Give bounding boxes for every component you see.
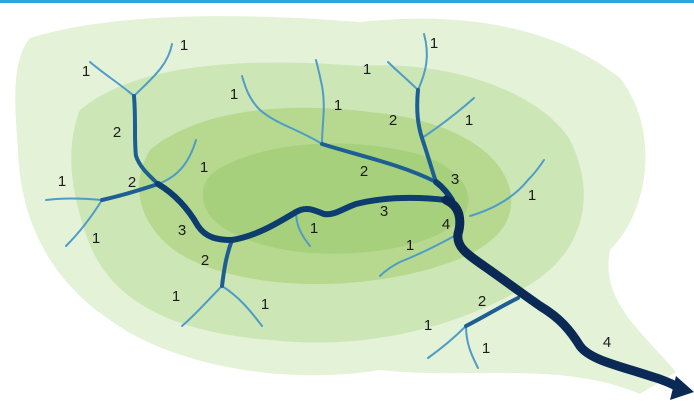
- order-label: 1: [406, 237, 414, 254]
- order-label: 1: [465, 112, 473, 129]
- top-border-line: [0, 0, 694, 3]
- order-label: 2: [113, 124, 121, 141]
- order-label: 1: [180, 37, 188, 54]
- outflow-arrow-icon: [670, 376, 694, 400]
- order-label: 3: [451, 171, 459, 188]
- order-label: 2: [478, 293, 486, 310]
- order-label: 3: [380, 203, 388, 220]
- order-label: 1: [172, 288, 180, 305]
- order-label: 1: [230, 86, 238, 103]
- order-label: 1: [200, 159, 208, 176]
- order-label: 2: [128, 174, 136, 191]
- order-label: 1: [261, 296, 269, 313]
- order-label: 1: [92, 230, 100, 247]
- order-label: 2: [360, 163, 368, 180]
- order-label: 4: [603, 334, 611, 351]
- order-label: 1: [334, 97, 342, 114]
- order-label: 1: [58, 173, 66, 190]
- order-label: 2: [201, 252, 209, 269]
- order-label: 1: [82, 63, 90, 80]
- order-label: 1: [363, 61, 371, 78]
- order-label: 1: [528, 187, 536, 204]
- order-label: 1: [310, 220, 318, 237]
- order-label: 4: [442, 216, 450, 233]
- order-label: 1: [430, 35, 438, 52]
- order-label: 1: [424, 317, 432, 334]
- order-label: 1: [482, 340, 490, 357]
- order-label: 2: [389, 112, 397, 129]
- order-label: 3: [178, 222, 186, 239]
